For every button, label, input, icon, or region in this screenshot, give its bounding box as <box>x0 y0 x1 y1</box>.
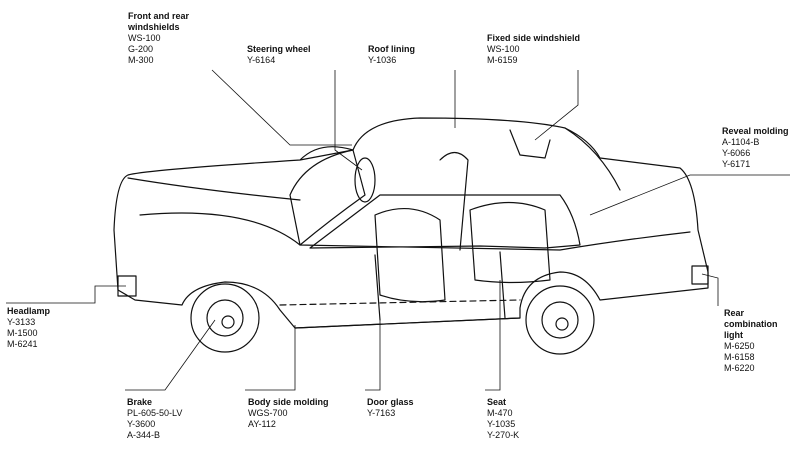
part-code: M-470 <box>487 408 513 418</box>
callout-roof-lining: Roof lining Y-1036 <box>368 44 415 66</box>
rear-wheel-hub <box>541 301 579 339</box>
callout-title: Headlamp <box>7 306 51 316</box>
part-code: Y-1035 <box>487 419 516 429</box>
callout-seat: Seat M-470 Y-1035 Y-270-K <box>487 397 519 441</box>
part-code: WS-100 <box>128 33 161 43</box>
part-code: M-6241 <box>7 339 38 349</box>
callout-door-glass: Door glass Y-7163 <box>367 397 414 419</box>
side-window-frame <box>309 194 581 249</box>
callout-title: Door glass <box>367 397 414 407</box>
front-windshield <box>289 149 366 246</box>
leader-reveal <box>589 174 790 216</box>
part-code: AY-112 <box>248 419 276 429</box>
callout-title: Brake <box>127 397 153 407</box>
part-code: M-6159 <box>487 55 518 65</box>
fixed-side-window <box>509 129 551 159</box>
part-code: WGS-700 <box>248 408 288 418</box>
front-seat-shape <box>374 207 446 303</box>
beltline <box>139 212 691 251</box>
callout-title: Body side molding <box>248 397 329 407</box>
rocker-panel <box>294 317 521 329</box>
part-code: M-6158 <box>724 352 755 362</box>
front-wheel-center <box>221 315 235 329</box>
callout-title: Front and rear windshields <box>128 11 190 32</box>
leader-rearcombo <box>701 273 719 306</box>
seat-back-shape <box>439 151 469 251</box>
steering-wheel-shape <box>354 157 376 203</box>
callout-headlamp: Headlamp Y-3133 M-1500 M-6241 <box>7 306 50 350</box>
part-code: Y-270-K <box>487 430 520 440</box>
part-code: WS-100 <box>487 44 520 54</box>
part-code: Y-3133 <box>7 317 36 327</box>
rear-wheel <box>525 285 595 355</box>
part-code: M-300 <box>128 55 154 65</box>
callout-title: Seat <box>487 397 507 407</box>
callout-title: Fixed side windshield <box>487 33 581 43</box>
car-roof-rear <box>564 127 621 191</box>
part-code: Y-6066 <box>722 148 751 158</box>
leader-steering <box>334 70 363 171</box>
callout-title: Steering wheel <box>247 44 311 54</box>
leader-doorglass <box>365 320 381 391</box>
callout-reveal-molding: Reveal molding A-1104-B Y-6066 Y-6171 <box>722 126 789 170</box>
callout-title: Reveal molding <box>722 126 789 136</box>
part-code: Y-7163 <box>367 408 396 418</box>
body-side-molding-shape <box>279 299 521 306</box>
leader-bodyside <box>245 325 296 391</box>
part-code: Y-6164 <box>247 55 276 65</box>
callout-title: Rear combination light <box>724 308 778 340</box>
part-code: Y-3600 <box>127 419 156 429</box>
hood-crease <box>127 177 301 201</box>
door-line-rear <box>499 251 506 319</box>
callout-windshields: Front and rear windshields WS-100 G-200 … <box>128 11 208 66</box>
rear-light-shape <box>691 265 709 285</box>
rear-seat-shape <box>469 201 551 284</box>
part-code: M-1500 <box>7 328 38 338</box>
callout-brake: Brake PL-605-50-LV Y-3600 A-344-B <box>127 397 182 441</box>
callout-rear-combination-light: Rear combination light M-6250 M-6158 M-6… <box>724 308 796 374</box>
part-code: Y-6171 <box>722 159 751 169</box>
leader-windshields <box>211 69 352 146</box>
callout-fixed-side-windshield: Fixed side windshield WS-100 M-6159 <box>487 33 580 66</box>
part-code: M-6250 <box>724 341 755 351</box>
car-body-outline <box>113 117 709 329</box>
part-code: M-6220 <box>724 363 755 373</box>
car-roof <box>299 146 354 161</box>
leader-brake <box>125 319 216 391</box>
part-code: A-1104-B <box>722 137 760 147</box>
part-code: PL-605-50-LV <box>127 408 183 418</box>
part-code: A-344-B <box>127 430 161 440</box>
leader-fixedside <box>534 70 579 141</box>
callout-steering-wheel: Steering wheel Y-6164 <box>247 44 311 66</box>
callout-title: Roof lining <box>368 44 415 54</box>
door-line-front <box>374 254 381 321</box>
leader-headlamp <box>6 285 126 304</box>
part-code: G-200 <box>128 44 154 54</box>
rear-wheel-center <box>555 317 569 331</box>
front-wheel <box>190 283 260 353</box>
front-wheel-hub <box>206 299 244 337</box>
leader-seat <box>485 280 501 391</box>
callout-body-side-molding: Body side molding WGS-700 AY-112 <box>248 397 329 430</box>
part-code: Y-1036 <box>368 55 397 65</box>
